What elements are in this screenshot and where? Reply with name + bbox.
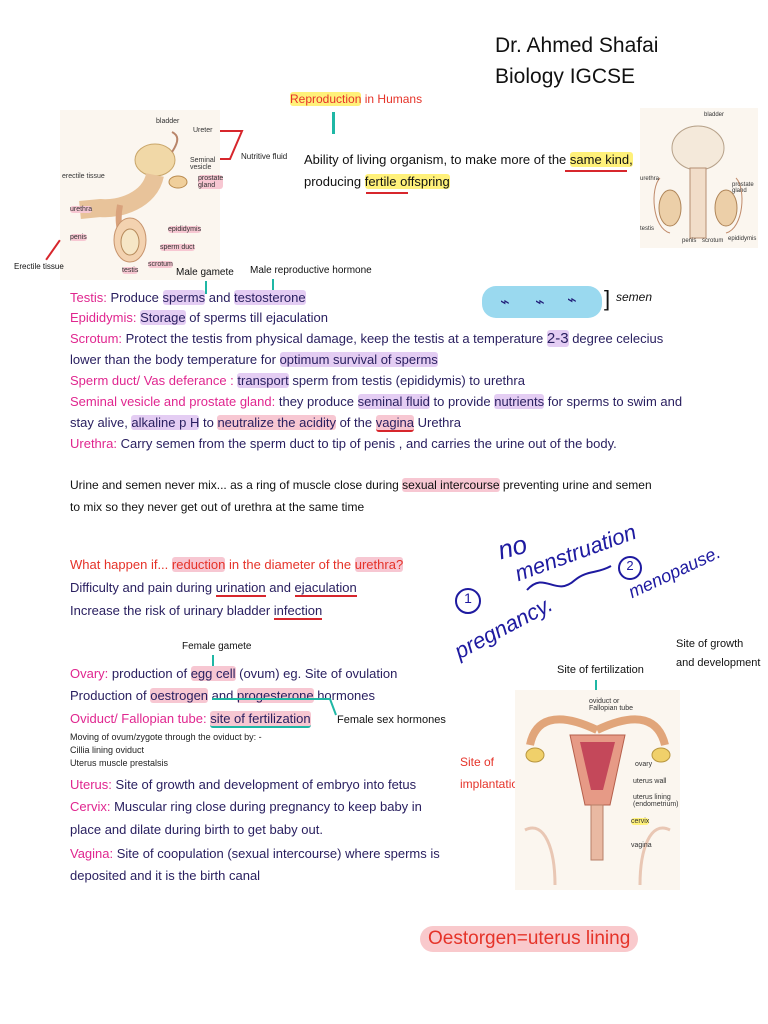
site-implantation-2: implantation	[460, 777, 525, 791]
erectile-pointer	[45, 239, 61, 261]
handwriting-circle-2: 2	[618, 556, 642, 580]
page-title: Reproduction in Humans	[290, 92, 422, 106]
note-vagina: Vagina: Site of coopulation (sexual inte…	[70, 846, 440, 861]
course-name: Biology IGCSE	[495, 65, 636, 88]
title-highlight: Reproduction	[290, 92, 362, 106]
front-view-drawing	[653, 125, 743, 239]
front-label-testis: testis	[640, 226, 655, 232]
note-moving: Moving of ovum/zygote through the oviduc…	[70, 732, 262, 742]
note-vagina-2: deposited and it is the birth canal	[70, 868, 261, 883]
female-reproductive-diagram: oviduct or Fallopian tube ovary uterus w…	[515, 690, 680, 890]
underline-fertile	[366, 192, 408, 194]
front-label-scrotum: scrotum	[702, 238, 724, 244]
female-label-lining: uterus lining (endometrium)	[633, 794, 679, 808]
title-connector	[332, 112, 335, 134]
uterus-drawing	[524, 715, 671, 886]
handwriting-squiggle-icon	[526, 565, 612, 591]
note-sperm-duct: Sperm duct/ Vas deferance : transport sp…	[70, 373, 525, 388]
note-cilia: Cillia lining oviduct	[70, 745, 145, 755]
front-label-penis: penis	[682, 238, 697, 244]
definition: Ability of living organism, to make more…	[304, 149, 633, 193]
hormone-pointer	[272, 279, 274, 292]
title-suffix: in Humans	[361, 92, 423, 106]
note-ovary: Ovary: production of egg cell (ovum) eg.…	[70, 666, 398, 681]
female-label-vagina: vagina	[631, 842, 652, 849]
note-cervix: Cervix: Muscular ring close during pregn…	[70, 799, 422, 814]
author-name: Dr. Ahmed Shafai	[495, 34, 659, 57]
note-urethra: Urethra: Carry semen from the sperm duct…	[70, 436, 617, 451]
male-organs-drawing	[79, 131, 188, 263]
sperm-icon-3: ⌁	[567, 292, 577, 309]
note-muscle: Uterus muscle prestalsis	[70, 758, 169, 768]
answer-line-1: Difficulty and pain during urination and…	[70, 580, 357, 597]
site-implantation-1: Site of	[460, 755, 495, 769]
site-growth-2: and development	[676, 657, 761, 669]
site-growth-1: Site of growth	[676, 638, 744, 650]
red-bracket-icon	[220, 130, 244, 160]
male-hormone-label: Male reproductive hormone	[250, 265, 372, 276]
definition-line-1: Ability of living organism, to make more…	[304, 152, 633, 167]
label-urethra: urethra	[70, 206, 93, 213]
underline-same-kind	[565, 170, 627, 172]
definition-line-2: producing fertile offspring	[304, 174, 450, 189]
label-seminal-vesicle: Seminal vesicle	[190, 157, 216, 171]
semen-label: semen	[616, 290, 653, 304]
label-erectile-small: erectile tissue	[62, 173, 105, 180]
gamete-pointer	[205, 281, 207, 294]
urine-line-2: to mix so they never get out of urethra …	[70, 500, 365, 514]
front-label-urethra: urethra	[640, 176, 660, 182]
handwriting-circle-1: 1	[455, 588, 481, 614]
teal-arrow-icon	[212, 698, 337, 716]
semen-bracket: ]	[604, 286, 611, 311]
female-gamete-pointer	[212, 655, 214, 668]
label-scrotum: scrotum	[148, 261, 173, 268]
note-testis: Testis: Produce sperms and testosterone	[70, 290, 306, 305]
female-label-oviduct: oviduct or Fallopian tube	[589, 698, 633, 712]
label-ureter: Ureter	[193, 127, 213, 134]
label-penis: penis	[70, 234, 87, 241]
note-uterus: Uterus: Site of growth and development o…	[70, 777, 417, 792]
site-fertilization: Site of fertilization	[557, 664, 644, 676]
note-epididymis: Epididymis: Storage of sperms till ejacu…	[70, 310, 328, 325]
label-prostate: prostate gland	[198, 175, 224, 189]
male-gamete-label: Male gamete	[176, 267, 234, 278]
front-label-bladder: bladder	[704, 112, 725, 118]
semen-sketch	[482, 286, 602, 318]
sperm-icon-1: ⌁	[500, 294, 510, 311]
front-label-epididymis: epididymis	[728, 236, 757, 242]
female-label-uterus-wall: uterus wall	[633, 778, 667, 785]
note-scrotum: Scrotum: Protect the testis from physica…	[70, 330, 664, 347]
note-seminal-2: stay alive, alkaline p H to neutralize t…	[70, 415, 461, 432]
label-nutritive-fluid: Nutritive fluid	[241, 152, 288, 161]
label-epididymis: epididymis	[168, 226, 202, 233]
note-seminal: Seminal vesicle and prostate gland: they…	[70, 394, 683, 409]
label-sperm-duct: sperm duct	[160, 244, 195, 251]
note-scrotum-2: lower than the body temperature for opti…	[70, 352, 438, 367]
note-oviduct: Oviduct/ Fallopian tube: site of fertili…	[70, 711, 311, 728]
question-line: What happen if... reduction in the diame…	[70, 557, 404, 572]
fert-pointer	[595, 680, 597, 698]
male-front-diagram: bladder urethra prostate gland testis pe…	[640, 108, 758, 248]
label-erectile-tissue: Erectile tissue	[14, 262, 64, 271]
female-label-ovary: ovary	[635, 761, 653, 768]
sperm-icon-2: ⌁	[535, 294, 545, 311]
front-label-prostate: prostate gland	[732, 182, 754, 194]
female-sex-hormones: Female sex hormones	[337, 714, 446, 726]
urine-line-1: Urine and semen never mix... as a ring o…	[70, 478, 652, 492]
female-label-cervix: cervix	[631, 818, 650, 825]
note-cervix-2: place and dilate during birth to get bab…	[70, 822, 323, 837]
label-bladder: bladder	[156, 118, 180, 125]
answer-line-2: Increase the risk of urinary bladder inf…	[70, 603, 323, 620]
male-reproductive-diagram: bladder Ureter Seminal vesicle erectile …	[60, 110, 224, 280]
female-gamete-label: Female gamete	[182, 641, 252, 652]
footer-note: Oestorgen=uterus lining	[420, 926, 639, 952]
label-testis: testis	[122, 267, 139, 274]
